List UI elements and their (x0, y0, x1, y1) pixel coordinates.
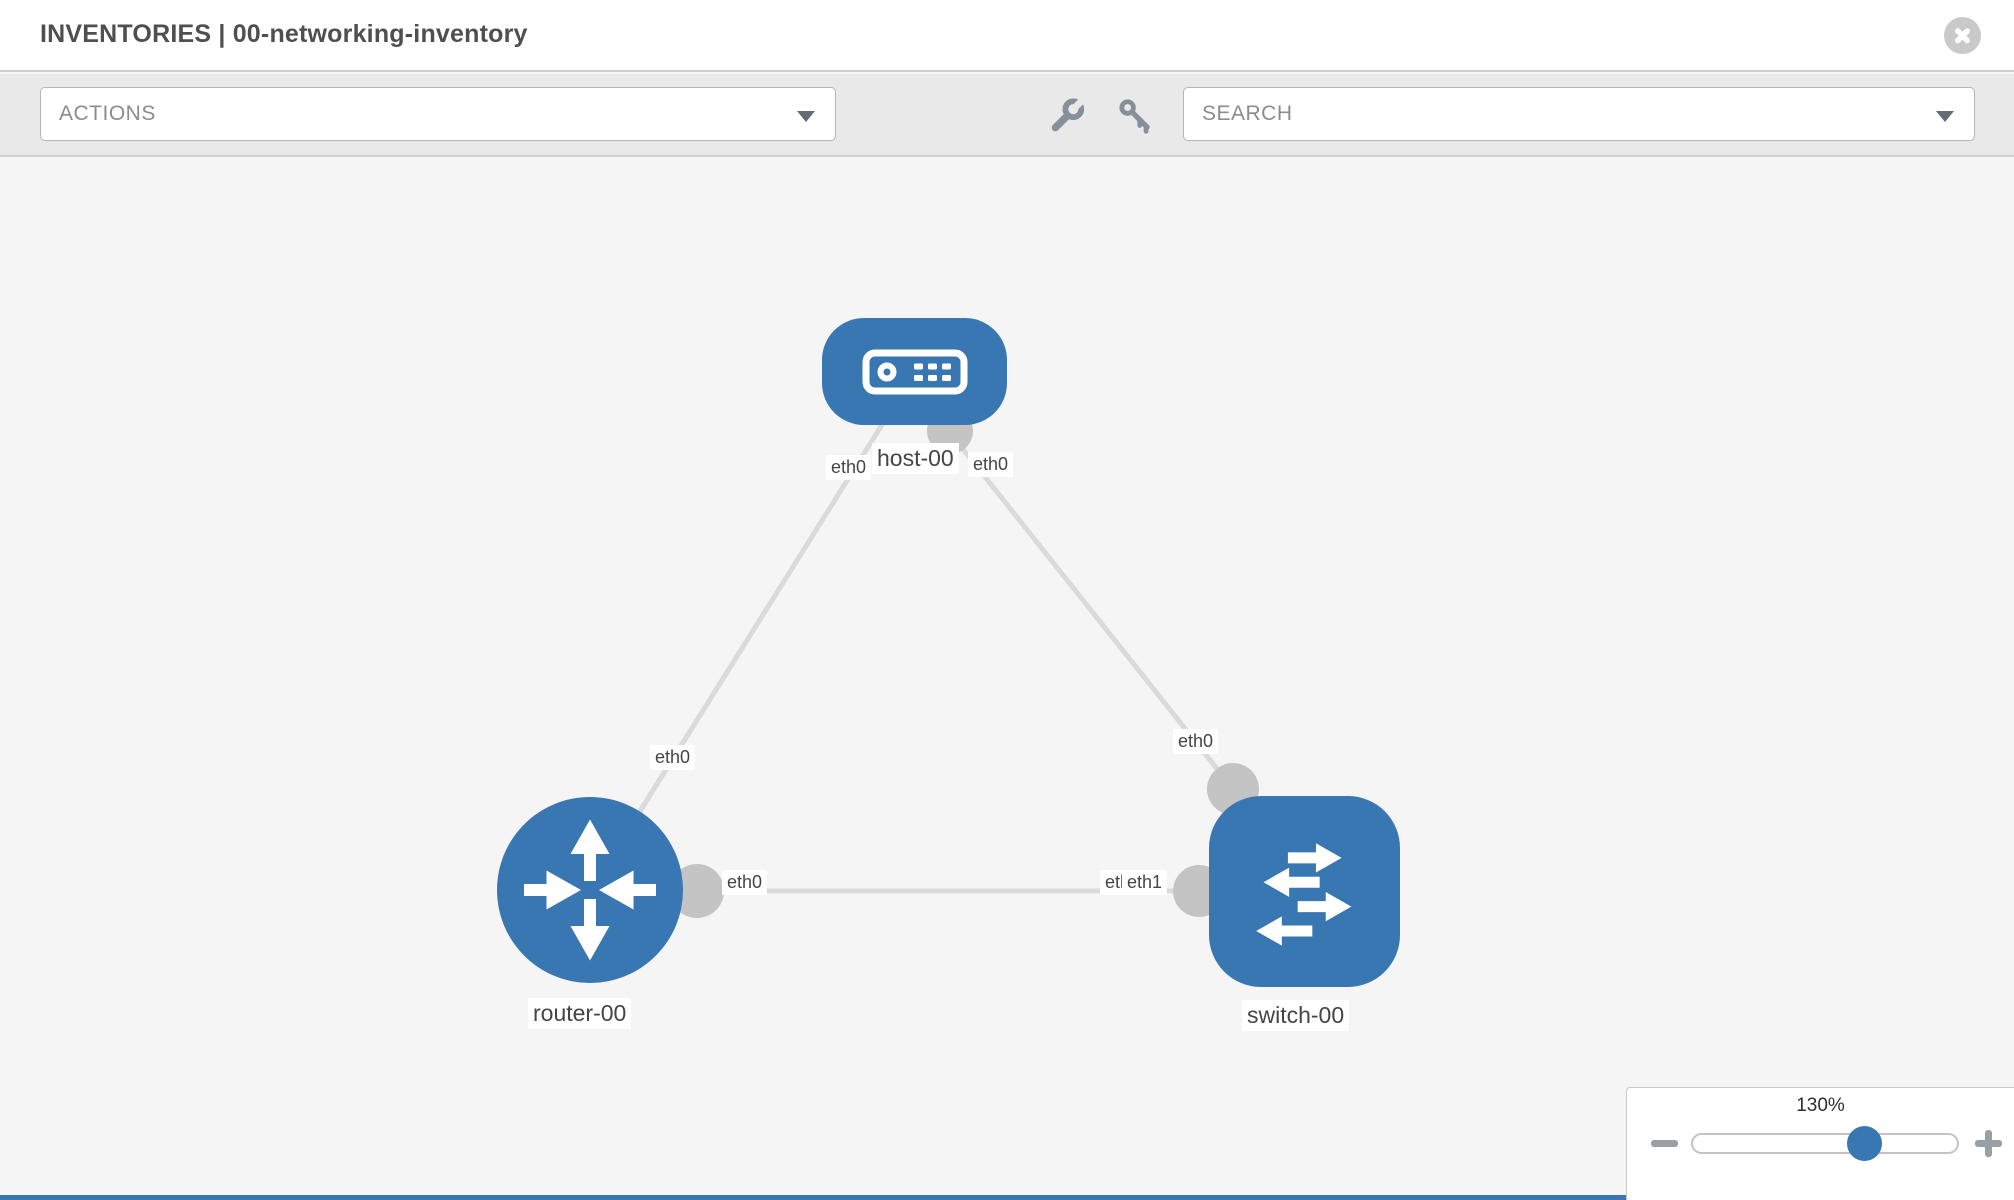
search-dropdown[interactable]: SEARCH (1183, 87, 1975, 141)
host-icon (862, 349, 967, 394)
node-label-switch: switch-00 (1242, 1000, 1350, 1031)
toolbar: ACTIONS SEARCH (0, 74, 2014, 157)
zoom-out-button[interactable] (1651, 1140, 1678, 1147)
interface-label: eth0 (1173, 729, 1219, 754)
interface-label: eth0 (722, 870, 768, 895)
topology-canvas[interactable]: eth0 host-00 eth0 eth0 eth0 eth0 eth0 et… (0, 159, 2014, 1200)
chevron-down-icon (797, 111, 815, 122)
key-icon (1119, 99, 1150, 134)
interface-connector (670, 864, 724, 918)
node-router-00[interactable] (497, 797, 683, 983)
zoom-slider-thumb[interactable] (1847, 1126, 1882, 1161)
interface-label: eth0 (650, 745, 696, 770)
window-header: INVENTORIES | 00-networking-inventory (0, 0, 2014, 72)
topology-links-layer (587, 370, 1259, 918)
interface-label: eth1 (1122, 870, 1168, 895)
chevron-down-icon (1936, 111, 1954, 122)
credentials-button[interactable] (1116, 96, 1154, 134)
page-title: INVENTORIES | 00-networking-inventory (40, 20, 528, 48)
node-host-00[interactable] (822, 318, 1007, 425)
node-label-host: host-00 (872, 443, 959, 474)
zoom-in-button[interactable] (1975, 1130, 2002, 1157)
node-label-router: router-00 (528, 998, 632, 1029)
close-icon (1954, 28, 1971, 44)
link-host-switch[interactable] (941, 422, 1235, 791)
tools-button[interactable] (1048, 96, 1086, 134)
node-switch-00[interactable] (1209, 796, 1400, 987)
bottom-accent-bar (0, 1195, 1626, 1200)
actions-label: ACTIONS (59, 102, 156, 125)
plus-icon (1985, 1130, 1992, 1157)
interface-label: eth0 (968, 452, 1014, 477)
wrench-icon (1051, 96, 1086, 132)
close-button[interactable] (1944, 17, 1981, 54)
zoom-slider-track[interactable] (1691, 1133, 1959, 1154)
zoom-value: 130% (1796, 1095, 1845, 1116)
zoom-panel: 130% (1626, 1087, 2014, 1200)
actions-dropdown[interactable]: ACTIONS (40, 87, 836, 141)
router-icon (524, 819, 656, 961)
search-placeholder: SEARCH (1202, 102, 1293, 125)
switch-icon (1255, 842, 1351, 946)
interface-label: eth0 (826, 455, 872, 480)
